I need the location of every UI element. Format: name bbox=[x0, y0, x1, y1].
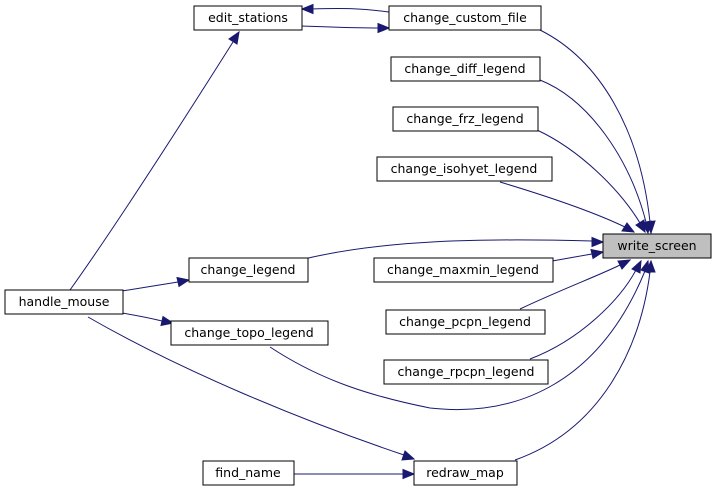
node-label: edit_stations bbox=[208, 10, 288, 25]
node-label: change_isohyet_legend bbox=[391, 161, 538, 176]
node-label: change_maxmin_legend bbox=[387, 262, 539, 277]
node-change-diff-legend[interactable]: change_diff_legend bbox=[390, 56, 541, 82]
edge-change-diff-legend-to-write-screen bbox=[539, 79, 647, 223]
edges bbox=[69, 3, 656, 480]
edge-edit-stations-to-change-custom-file bbox=[301, 25, 381, 29]
node-change-legend[interactable]: change_legend bbox=[188, 257, 309, 283]
edge-change-custom-file-to-edit-stations bbox=[310, 7, 390, 13]
node-find-name[interactable]: find_name bbox=[202, 460, 295, 486]
arrowhead bbox=[635, 219, 646, 234]
arrowhead bbox=[160, 315, 175, 327]
edge-change-maxmin-legend-to-write-screen bbox=[551, 253, 593, 262]
node-label: change_custom_file bbox=[403, 10, 527, 25]
edge-change-rpcpn-legend-to-write-screen bbox=[529, 269, 637, 360]
node-handle-mouse[interactable]: handle_mouse bbox=[4, 289, 124, 315]
arrowhead bbox=[590, 248, 605, 260]
node-change-isohyet-legend[interactable]: change_isohyet_legend bbox=[376, 156, 553, 182]
arrowhead bbox=[645, 259, 656, 273]
node-change-maxmin-legend[interactable]: change_maxmin_legend bbox=[373, 257, 554, 283]
edge-handle-mouse-to-change-legend bbox=[121, 281, 179, 292]
node-change-rpcpn-legend[interactable]: change_rpcpn_legend bbox=[383, 359, 549, 385]
node-edit-stations[interactable]: edit_stations bbox=[193, 5, 303, 31]
node-label: write_screen bbox=[617, 238, 696, 253]
arrowhead bbox=[621, 222, 636, 233]
node-label: change_diff_legend bbox=[404, 61, 525, 76]
edge-change-isohyet-legend-to-write-screen bbox=[499, 181, 626, 228]
arrowhead bbox=[377, 22, 391, 34]
edge-change-frz-legend-to-write-screen bbox=[536, 129, 641, 224]
node-change-pcpn-legend[interactable]: change_pcpn_legend bbox=[385, 309, 546, 335]
node-label: change_rpcpn_legend bbox=[398, 364, 535, 379]
arrowhead bbox=[401, 450, 416, 461]
edge-handle-mouse-to-edit-stations bbox=[69, 41, 234, 291]
edge-change-topo-legend-to-write-screen bbox=[269, 270, 646, 411]
node-label: change_frz_legend bbox=[406, 111, 523, 126]
edge-change-pcpn-legend-to-write-screen bbox=[519, 264, 621, 310]
arrowhead bbox=[631, 259, 642, 274]
node-label: handle_mouse bbox=[19, 294, 110, 309]
edge-handle-mouse-to-change-topo-legend bbox=[121, 312, 163, 322]
arrowhead bbox=[176, 276, 191, 288]
node-redraw-map[interactable]: redraw_map bbox=[413, 460, 518, 486]
node-change-topo-legend[interactable]: change_topo_legend bbox=[170, 320, 329, 346]
arrowhead bbox=[617, 259, 632, 270]
arrowhead bbox=[300, 3, 314, 15]
node-change-custom-file[interactable]: change_custom_file bbox=[388, 5, 542, 31]
arrowhead bbox=[591, 236, 605, 248]
edge-change-legend-to-write-screen bbox=[299, 239, 593, 261]
node-label: change_pcpn_legend bbox=[399, 314, 531, 329]
arrowhead bbox=[228, 30, 240, 45]
node-label: change_topo_legend bbox=[184, 325, 313, 340]
node-write-screen[interactable]: write_screen bbox=[602, 233, 712, 259]
node-change-frz-legend[interactable]: change_frz_legend bbox=[392, 106, 539, 132]
node-label: find_name bbox=[215, 465, 281, 480]
edge-handle-mouse-to-redraw-map bbox=[87, 316, 405, 456]
arrowhead bbox=[402, 468, 416, 480]
edge-redraw-map-to-write-screen bbox=[514, 271, 651, 461]
node-label: redraw_map bbox=[426, 465, 504, 480]
node-label: change_legend bbox=[201, 262, 296, 277]
edge-change-custom-file-to-write-screen bbox=[539, 29, 651, 223]
